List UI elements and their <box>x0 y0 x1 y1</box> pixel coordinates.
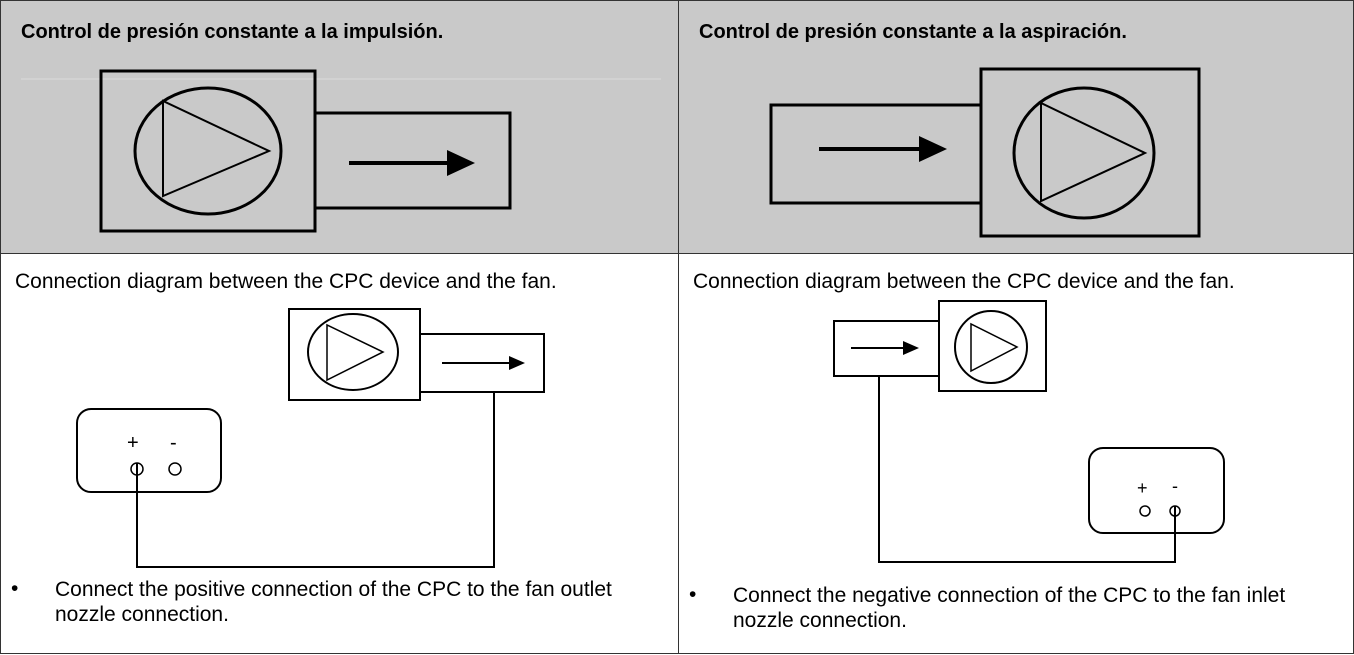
fan-housing <box>99 69 317 233</box>
outlet-duct <box>419 333 545 393</box>
inlet-fan-diagram <box>769 67 1201 238</box>
inlet-title: Control de presión constante a la aspira… <box>699 21 1127 43</box>
fan-impeller-circle <box>954 310 1028 384</box>
inlet-connection-diagram <box>833 300 1225 563</box>
negative-label: - <box>1172 476 1178 496</box>
flow-arrow-icon <box>903 341 919 355</box>
cpc-device <box>76 408 222 493</box>
cpc-device <box>1088 447 1225 534</box>
fan-impeller-circle <box>307 313 399 391</box>
cell-outlet-header: Control de presión constante a la impuls… <box>0 0 679 254</box>
fan-triangle-icon <box>970 322 1019 373</box>
outlet-fan-diagram <box>21 69 661 233</box>
cell-inlet-header: Control de presión constante a la aspira… <box>678 0 1354 254</box>
outlet-intro-text: Connection diagram between the CPC devic… <box>15 270 557 293</box>
fan-triangle-icon <box>1040 101 1148 203</box>
cell-inlet-connection: Connection diagram between the CPC devic… <box>678 253 1354 654</box>
flow-arrow-icon <box>447 150 475 176</box>
flow-arrow-icon <box>919 136 947 162</box>
negative-label: - <box>170 432 177 454</box>
outlet-duct <box>313 111 512 210</box>
bullet-icon: • <box>689 583 697 606</box>
positive-label: + <box>1137 478 1148 498</box>
inlet-bullet-text: Connect the negative connection of the C… <box>733 584 1286 632</box>
inlet-intro-text: Connection diagram between the CPC devic… <box>693 270 1235 293</box>
flow-arrow-icon <box>509 356 525 370</box>
fan-housing <box>938 300 1047 392</box>
fan-triangle-icon <box>162 99 272 198</box>
fan-impeller-circle <box>133 86 283 216</box>
bullet-icon: • <box>11 577 19 600</box>
inlet-duct <box>769 103 983 205</box>
cell-outlet-connection: Connection diagram between the CPC devic… <box>0 253 679 654</box>
connection-wire <box>136 392 495 568</box>
outlet-title: Control de presión constante a la impuls… <box>21 21 444 43</box>
positive-label: + <box>127 432 139 454</box>
outlet-bullet-text: Connect the positive connection of the C… <box>55 578 612 626</box>
connection-wire <box>878 376 1176 563</box>
negative-terminal <box>168 462 182 476</box>
fan-housing <box>979 67 1201 238</box>
fan-impeller-circle <box>1012 86 1156 220</box>
outlet-connection-diagram <box>76 308 545 568</box>
fan-triangle-icon <box>326 323 385 382</box>
positive-terminal <box>1139 505 1151 517</box>
